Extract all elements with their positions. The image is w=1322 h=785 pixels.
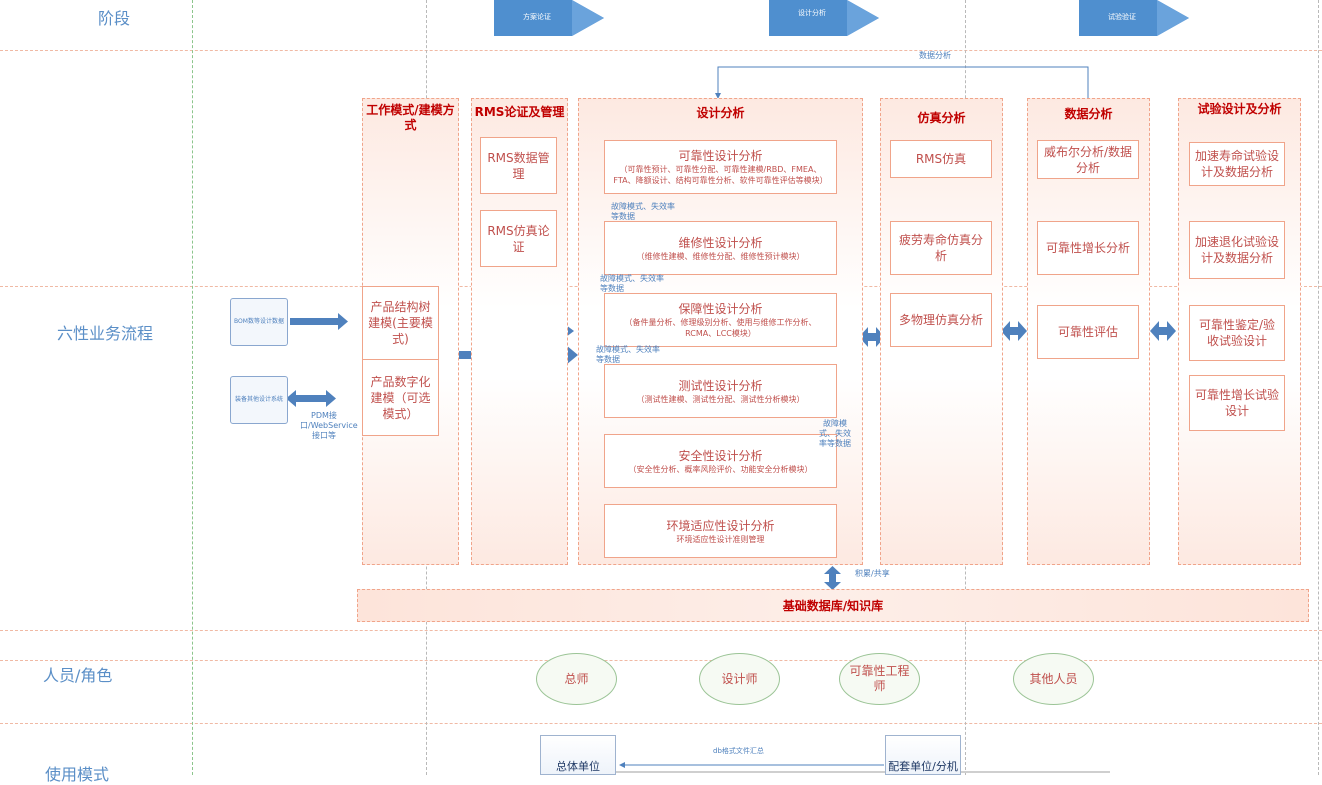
box-multiphysics-sim[interactable]: 多物理仿真分析: [890, 293, 992, 347]
usage-main-unit-label: 总体单位: [556, 760, 600, 773]
box-safety-design[interactable]: 安全性设计分析 （安全性分析、概率风险评价、功能安全分析模块）: [604, 434, 837, 488]
box-label: 可靠性鉴定/验收试验设计: [1198, 318, 1276, 348]
box-label: 加速退化试验设计及数据分析: [1194, 235, 1279, 265]
lane-divider: [0, 723, 1322, 724]
box-growth-test[interactable]: 可靠性增长试验设计: [1189, 375, 1285, 431]
lane-label-roles: 人员/角色: [43, 666, 113, 685]
box-qualification-test[interactable]: 可靠性鉴定/验收试验设计: [1189, 305, 1285, 361]
lane-divider: [0, 660, 1322, 661]
phase-label: 试验验证: [1108, 13, 1136, 21]
flow-note: 故障模式、失效率等数据: [600, 274, 664, 293]
bom-source-label: BOM数等设计数据: [234, 318, 284, 325]
flow-note: 故障模式、失效率等数据: [819, 419, 851, 448]
box-rms-sim[interactable]: RMS仿真: [890, 140, 992, 178]
box-label: 威布尔分析/数据分析: [1043, 144, 1133, 175]
flow-note: 故障模式、失效率等数据: [611, 202, 675, 221]
box-subtitle: （安全性分析、概率风险评价、功能安全分析模块）: [628, 464, 813, 474]
box-rms-data-mgmt[interactable]: RMS数据管理: [480, 137, 557, 194]
box-subtitle: （备件量分析、修理级别分析、使用与维修工作分析、RCMA、LCC模块）: [624, 318, 817, 338]
role-label: 总师: [564, 671, 589, 686]
pdm-interface-note: PDM接口/WebService接口等: [300, 411, 358, 440]
box-label: RMS数据管理: [487, 150, 550, 181]
usage-supplier-unit[interactable]: 配套单位/分机: [885, 735, 961, 775]
box-label: 产品结构树建模(主要模式): [368, 300, 433, 346]
box-digital-modeling[interactable]: 产品数字化建模（可选模式）: [362, 359, 439, 436]
box-subtitle: （可靠性预计、可靠性分配、可靠性建模/RBD、FMEA、FTA、降额设计、结构可…: [613, 165, 828, 185]
box-reliability-eval[interactable]: 可靠性评估: [1037, 305, 1139, 359]
box-fatigue-sim[interactable]: 疲劳寿命仿真分析: [890, 221, 992, 275]
usage-main-unit[interactable]: 总体单位: [540, 735, 616, 775]
top-link-label: 数据分析: [919, 51, 951, 60]
box-label: RMS仿真论证: [487, 223, 550, 254]
box-subtitle: 环境适应性设计准则管理: [676, 534, 765, 544]
group-title: RMS论证及管理: [474, 105, 565, 119]
box-title: 环境适应性设计分析: [666, 518, 775, 533]
box-title: 可靠性设计分析: [678, 149, 763, 163]
group-title: 设计分析: [696, 106, 745, 120]
box-environment-design[interactable]: 环境适应性设计分析 环境适应性设计准则管理: [604, 504, 837, 558]
usage-supplier-unit-label: 配套单位/分机: [888, 760, 958, 773]
box-testability-design[interactable]: 测试性设计分析 （测试性建模、测试性分配、测试性分析模块）: [604, 364, 837, 418]
lane-label-stage: 阶段: [98, 9, 131, 28]
box-rms-sim-demo[interactable]: RMS仿真论证: [480, 210, 557, 267]
box-title: 安全性设计分析: [678, 448, 763, 463]
other-system-label: 装备其他设计系统: [234, 396, 283, 403]
group-title: 数据分析: [1064, 107, 1113, 121]
box-accel-degradation-test[interactable]: 加速退化试验设计及数据分析: [1189, 221, 1285, 279]
group-title: 试验设计及分析: [1197, 102, 1282, 116]
group-title: 仿真分析: [917, 111, 966, 125]
other-system-doc: 装备其他设计系统: [230, 376, 288, 424]
box-weibull[interactable]: 威布尔分析/数据分析: [1037, 140, 1139, 179]
role-other-staff[interactable]: 其他人员: [1013, 653, 1094, 705]
phase-label: 方案论证: [523, 13, 551, 21]
box-label: 多物理仿真分析: [898, 313, 983, 327]
accumulate-label: 积累/共享: [855, 569, 890, 578]
column-divider: [1318, 0, 1319, 775]
role-label: 可靠性工程师: [849, 664, 910, 693]
column-divider: [192, 0, 193, 775]
role-label: 其他人员: [1029, 671, 1078, 686]
box-label: 加速寿命试验设计及数据分析: [1194, 149, 1279, 179]
role-label: 设计师: [721, 671, 758, 686]
box-title: 测试性设计分析: [678, 378, 763, 393]
lane-divider: [0, 50, 1322, 51]
box-supportability-design[interactable]: 保障性设计分析 （备件量分析、修理级别分析、使用与维修工作分析、RCMA、LCC…: [604, 293, 837, 347]
role-reliability-engineer[interactable]: 可靠性工程师: [839, 653, 920, 705]
box-label: 可靠性增长试验设计: [1194, 388, 1279, 418]
box-reliability-design[interactable]: 可靠性设计分析 （可靠性预计、可靠性分配、可靠性建模/RBD、FMEA、FTA、…: [604, 140, 837, 194]
box-label: 产品数字化建模（可选模式）: [370, 374, 431, 421]
phase-label: 设计分析: [798, 9, 826, 17]
box-label: RMS仿真: [915, 152, 967, 166]
box-label: 疲劳寿命仿真分析: [898, 233, 983, 263]
role-chief-engineer[interactable]: 总师: [536, 653, 617, 705]
box-product-tree-modeling[interactable]: 产品结构树建模(主要模式): [362, 286, 439, 360]
box-subtitle: （维修性建模、维修性分配、维修性预计模块）: [636, 251, 805, 261]
flow-note: 故障模式、失效率等数据: [596, 345, 660, 364]
box-maintainability-design[interactable]: 维修性设计分析 （维修性建模、维修性分配、维修性预计模块）: [604, 221, 837, 275]
lane-divider: [0, 630, 1322, 631]
knowledge-base-bar[interactable]: 基础数据库/知识库: [357, 589, 1309, 622]
box-label: 可靠性评估: [1057, 325, 1118, 339]
usage-arrow-label: db格式文件汇总: [713, 747, 764, 755]
box-accel-life-test[interactable]: 加速寿命试验设计及数据分析: [1189, 142, 1285, 186]
group-title: 工作模式/建模方式: [366, 103, 455, 132]
box-label: 可靠性增长分析: [1045, 241, 1130, 255]
bom-source-doc: BOM数等设计数据: [230, 298, 288, 346]
box-title: 保障性设计分析: [678, 302, 763, 316]
box-title: 维修性设计分析: [678, 235, 763, 250]
box-subtitle: （测试性建模、测试性分配、测试性分析模块）: [636, 394, 805, 404]
box-reliability-growth[interactable]: 可靠性增长分析: [1037, 221, 1139, 275]
lane-label-process: 六性业务流程: [57, 324, 154, 343]
role-designer[interactable]: 设计师: [699, 653, 780, 705]
